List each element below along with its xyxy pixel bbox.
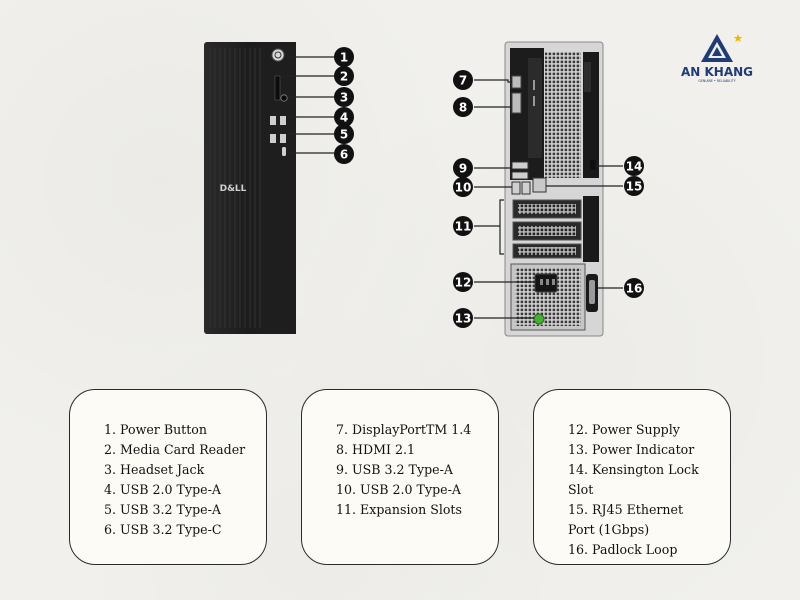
callout-8: 8 [453, 97, 473, 117]
svg-text:16: 16 [626, 282, 643, 296]
svg-text:1: 1 [340, 51, 348, 65]
legend-item: 15. RJ45 Ethernet Port (1Gbps) [568, 502, 684, 537]
svg-text:4: 4 [340, 111, 348, 125]
svg-text:10: 10 [455, 181, 472, 195]
dell-logo: D&LL [220, 184, 247, 194]
legend-item: 5. USB 3.2 Type-A [104, 502, 221, 517]
legend-box-rear-io: 7. DisplayPortTM 1.4 8. HDMI 2.1 9. USB … [301, 389, 499, 565]
callout-11: 11 [453, 216, 473, 236]
callout-5: 5 [334, 124, 354, 144]
callout-10: 10 [453, 177, 473, 197]
legend-item: 8. HDMI 2.1 [336, 442, 415, 457]
legend-box-front: 1. Power Button 2. Media Card Reader 3. … [69, 389, 267, 565]
svg-text:9: 9 [459, 162, 467, 176]
triangle-star-icon [701, 34, 743, 62]
usb3-port-b [280, 134, 286, 143]
rear-view [504, 41, 604, 337]
rear-leaders [474, 79, 623, 319]
logo-name: AN KHANG [681, 65, 753, 79]
svg-text:13: 13 [455, 312, 472, 326]
legend-item: 4. USB 2.0 Type-A [104, 482, 221, 497]
legend-item: 12. Power Supply [568, 422, 680, 437]
front-view: D&LL [204, 42, 296, 334]
legend-item: 13. Power Indicator [568, 442, 695, 457]
callout-16: 16 [624, 278, 644, 298]
legend-item: 9. USB 3.2 Type-A [336, 462, 453, 477]
callouts: 1 2 3 4 5 6 7 8 9 10 11 12 13 14 15 16 [334, 47, 644, 328]
legend-item: 6. USB 3.2 Type-C [104, 522, 222, 537]
displayport-port [511, 75, 522, 89]
rj45-port [532, 177, 547, 193]
callout-15: 15 [624, 176, 644, 196]
usb2-port-a [270, 116, 276, 125]
callout-6: 6 [334, 144, 354, 164]
svg-text:11: 11 [455, 220, 472, 234]
legend-item: 11. Expansion Slots [336, 502, 462, 517]
callout-3: 3 [334, 87, 354, 107]
usb-c-port [282, 147, 286, 156]
svg-text:12: 12 [455, 276, 472, 290]
callout-2: 2 [334, 66, 354, 86]
legend-item: 10. USB 2.0 Type-A [336, 482, 461, 497]
card-reader-slot [274, 75, 281, 101]
svg-text:3: 3 [340, 91, 348, 105]
legend-item: 1. Power Button [104, 422, 208, 437]
callout-13: 13 [453, 308, 473, 328]
legend-item: 14. Kensington Lock Slot [568, 462, 699, 497]
front-ridges [209, 48, 261, 328]
callout-7: 7 [453, 70, 473, 90]
callout-14: 14 [624, 156, 644, 176]
rear-vent-upper [545, 52, 581, 178]
rear-usb2-a [511, 181, 521, 195]
callout-4: 4 [334, 107, 354, 127]
hdmi-port [511, 92, 522, 114]
rear-usb3-a [511, 161, 529, 170]
power-indicator-icon [533, 313, 545, 325]
callout-1: 1 [334, 47, 354, 67]
pc-diagram: D&LL [204, 34, 753, 337]
power-button-icon[interactable] [271, 48, 285, 62]
usb3-port-a [270, 134, 276, 143]
legend-box-rear-power: 12. Power Supply 13. Power Indicator 14.… [533, 389, 731, 565]
headset-jack-icon [280, 94, 288, 102]
kensington-slot [590, 160, 596, 170]
callout-9: 9 [453, 158, 473, 178]
legend-item: 2. Media Card Reader [104, 442, 246, 457]
front-leaders [279, 56, 334, 154]
an-khang-logo: AN KHANG GENUINE • RELIABILITY [681, 34, 753, 83]
legend-item: 3. Headset Jack [104, 462, 205, 477]
usb2-port-b [280, 116, 286, 125]
legend-item: 7. DisplayPortTM 1.4 [336, 422, 472, 437]
callout-12: 12 [453, 272, 473, 292]
svg-text:7: 7 [459, 74, 467, 88]
svg-text:8: 8 [459, 101, 467, 115]
legend-item: 16. Padlock Loop [568, 542, 678, 557]
svg-text:14: 14 [626, 160, 643, 174]
svg-text:15: 15 [626, 180, 643, 194]
svg-text:6: 6 [340, 148, 348, 162]
svg-text:5: 5 [340, 128, 348, 142]
logo-tagline: GENUINE • RELIABILITY [698, 79, 735, 83]
svg-text:2: 2 [340, 70, 348, 84]
